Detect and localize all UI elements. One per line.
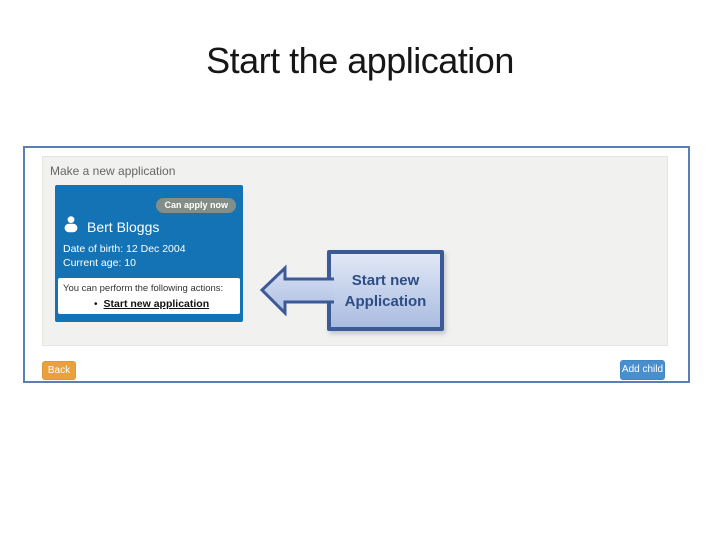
person-row: Bert Bloggs xyxy=(62,215,159,238)
action-list-item: • Start new application xyxy=(94,298,240,310)
person-icon xyxy=(62,215,80,238)
current-age: Current age: 10 xyxy=(63,257,136,269)
start-new-application-link[interactable]: Start new application xyxy=(103,298,210,310)
date-of-birth: Date of birth: 12 Dec 2004 xyxy=(63,243,186,255)
child-name: Bert Bloggs xyxy=(87,218,160,235)
panel-heading: Make a new application xyxy=(50,164,176,178)
actions-intro: You can perform the following actions: xyxy=(63,283,224,294)
bullet-marker: • xyxy=(94,299,98,310)
status-badge: Can apply now xyxy=(156,198,236,213)
slide-title: Start the application xyxy=(206,40,514,81)
back-button[interactable]: Back xyxy=(42,361,76,380)
callout-box: Start new Application xyxy=(327,250,444,331)
actions-box: You can perform the following actions: •… xyxy=(58,278,240,314)
child-card: Can apply now Bert Bloggs Date of birth:… xyxy=(55,185,243,322)
callout-line-1: Start new xyxy=(351,271,420,289)
left-block-arrow-icon xyxy=(259,264,334,316)
add-child-button[interactable]: Add child xyxy=(620,360,665,380)
callout-line-2: Application xyxy=(344,292,427,310)
